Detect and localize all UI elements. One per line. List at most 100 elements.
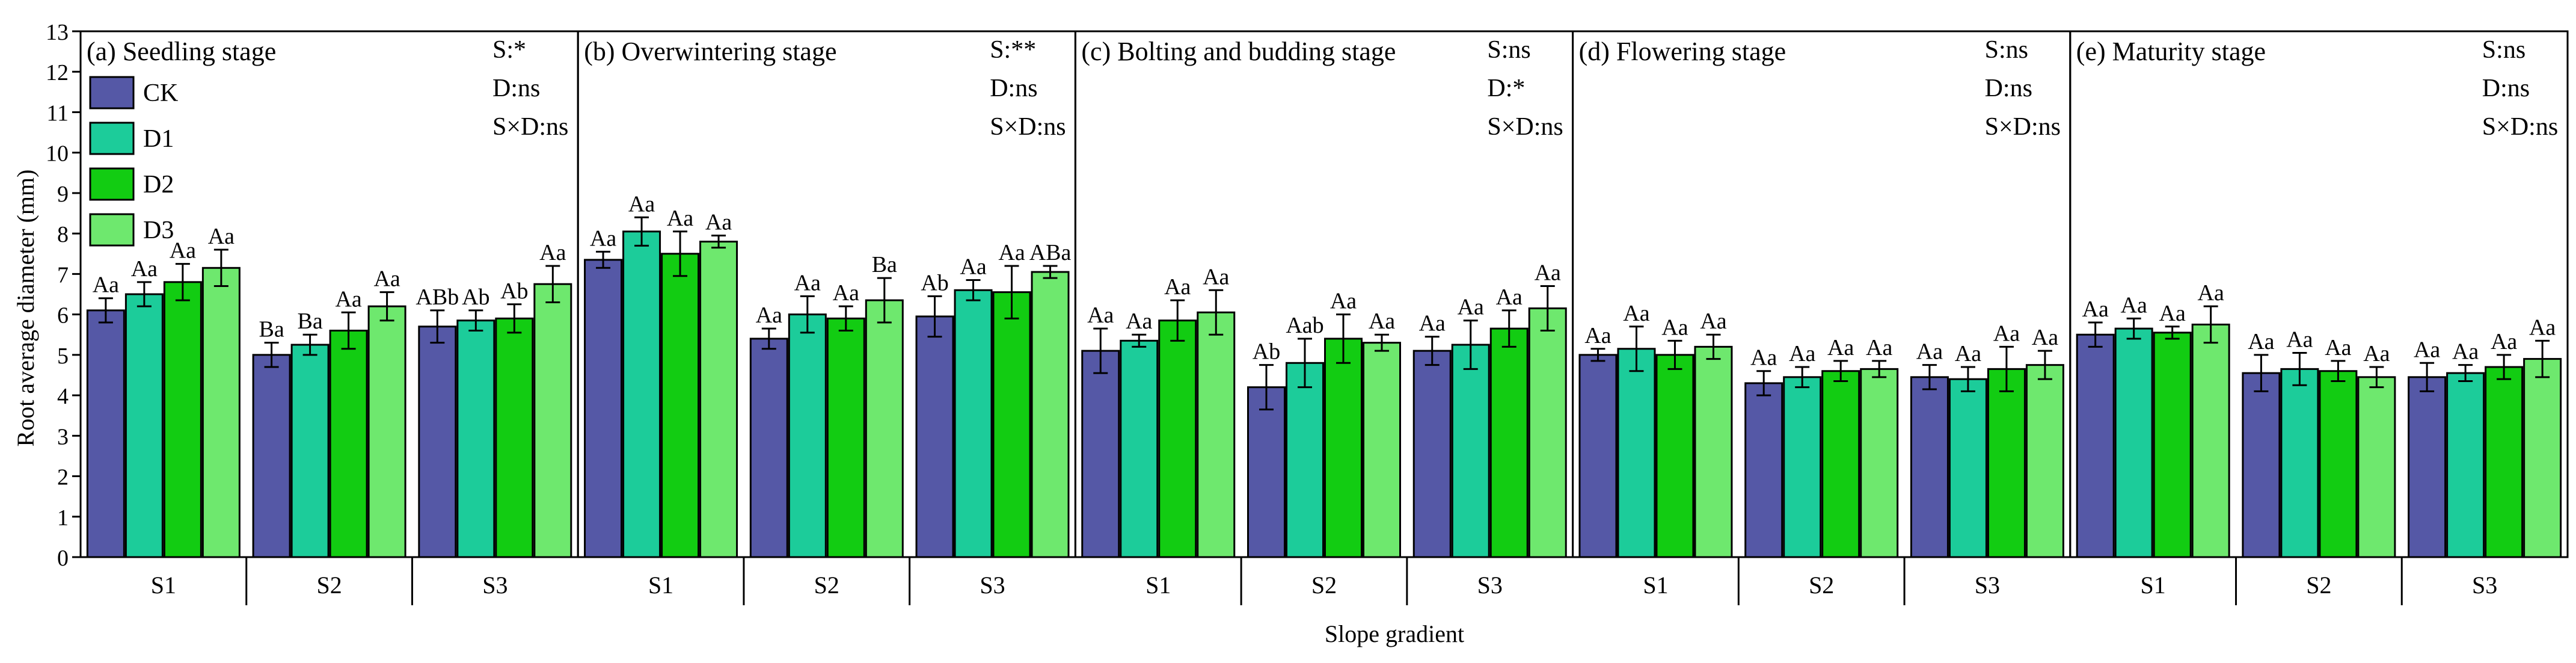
bar-d1: [622, 230, 661, 558]
bar-d1: [1286, 362, 1324, 558]
significance-label: S:ns: [2482, 36, 2525, 64]
significance-letters: Aa: [1126, 309, 1152, 334]
significance-letters: Aa: [756, 303, 782, 328]
bar-ck: [584, 259, 623, 558]
significance-letters: Aa: [1866, 335, 1892, 360]
bar-ck: [1910, 376, 1949, 558]
significance-letters: Aa: [2325, 335, 2351, 360]
bar-d2: [826, 317, 865, 558]
significance-letters: Aa: [1369, 309, 1395, 334]
x-tick-label: S2: [1809, 572, 1834, 599]
bar-d3: [2523, 358, 2562, 558]
bar-d2: [1821, 370, 1860, 558]
significance-letters: Aa: [1584, 323, 1611, 348]
y-tick-label: 12: [46, 60, 69, 85]
bar-ck: [1412, 350, 1452, 558]
panel-title: (b) Overwintering stage: [584, 37, 836, 66]
x-tick-label: S2: [2306, 572, 2331, 599]
significance-letters: Aa: [1087, 303, 1114, 328]
panel-title: (e) Maturity stage: [2076, 37, 2266, 66]
significance-letters: Aa: [373, 267, 400, 292]
bar-ck: [252, 354, 291, 558]
y-axis-label: Root average diameter (mm): [12, 170, 39, 447]
significance-letters: Ba: [297, 309, 322, 334]
legend-swatch: [89, 76, 135, 109]
bar-d3: [1860, 368, 1899, 558]
x-tick-label: S1: [648, 572, 673, 599]
x-axis-label: Slope gradient: [1325, 620, 1464, 647]
x-tick-label: S3: [1975, 572, 2000, 599]
significance-letters: Aa: [1789, 341, 1815, 366]
significance-letters: Ba: [259, 317, 284, 342]
bar-d1: [1783, 376, 1822, 558]
bar-d2: [1324, 338, 1363, 558]
bar-d2: [1655, 354, 1694, 558]
bar-ck: [915, 315, 954, 558]
bar-d3: [2191, 323, 2230, 558]
y-tick-label: 8: [57, 222, 69, 247]
legend-swatch: [89, 167, 135, 201]
significance-letters: Aa: [2363, 341, 2390, 366]
y-tick-label: 2: [57, 465, 69, 490]
significance-label: D:*: [1487, 75, 1525, 102]
bar-d3: [201, 267, 241, 558]
significance-letters: Aa: [93, 273, 119, 298]
x-tick-label: S1: [1145, 572, 1171, 599]
significance-letters: Aa: [2491, 329, 2517, 354]
significance-letters: Aa: [794, 270, 821, 295]
bar-d1: [124, 293, 164, 558]
bar-d3: [2357, 376, 2396, 558]
bar-d1: [2114, 327, 2153, 558]
x-tick-label: S3: [980, 572, 1005, 599]
bar-d2: [2153, 332, 2192, 558]
significance-letters: Aa: [705, 210, 732, 235]
significance-letters: Aa: [833, 280, 859, 306]
significance-letters: Aa: [2159, 301, 2186, 326]
x-tick-label: S3: [1477, 572, 1503, 599]
significance-letters: Aa: [170, 238, 196, 264]
significance-letters: Aa: [2121, 292, 2147, 318]
significance-letters: Aa: [1419, 311, 1446, 336]
bar-ck: [1578, 354, 1618, 558]
significance-letters: Aa: [960, 254, 986, 279]
x-tick-label: S2: [814, 572, 839, 599]
significance-letters: Aa: [2032, 325, 2058, 350]
significance-letters: Aa: [1661, 315, 1688, 340]
bar-d3: [1031, 271, 1070, 558]
panel-title: (a) Seedling stage: [87, 37, 276, 66]
significance-letters: Aa: [1700, 309, 1726, 334]
y-tick-label: 11: [46, 100, 69, 126]
significance-letters: Aa: [539, 240, 566, 265]
bar-d1: [788, 313, 827, 558]
bar-d3: [1363, 342, 1401, 558]
x-tick-label: S2: [1311, 572, 1337, 599]
significance-label: D:ns: [1985, 75, 2032, 102]
y-tick-label: 3: [57, 424, 69, 449]
significance-letters: Aa: [2082, 297, 2109, 322]
bar-d3: [2025, 364, 2064, 558]
bar-d2: [1987, 368, 2026, 558]
bar-ck: [1081, 350, 1120, 558]
y-tick-label: 1: [57, 505, 69, 531]
significance-letters: Aa: [131, 256, 158, 282]
y-tick-label: 5: [57, 344, 69, 369]
significance-letters: Aa: [2286, 327, 2313, 352]
significance-letters: Aa: [1916, 339, 1943, 365]
bar-d1: [1451, 344, 1490, 558]
y-tick-label: 0: [57, 546, 69, 571]
bar-d1: [954, 289, 993, 558]
legend-label: D1: [143, 125, 174, 153]
bar-d2: [1489, 327, 1529, 558]
significance-letters: Aa: [1955, 341, 1981, 366]
significance-letters: Aa: [335, 286, 361, 312]
significance-letters: Ab: [462, 285, 489, 310]
bar-ck: [86, 309, 125, 558]
significance-label: S×D:ns: [1985, 113, 2061, 141]
significance-letters: Aa: [2529, 315, 2556, 340]
y-tick-label: 10: [46, 141, 69, 167]
